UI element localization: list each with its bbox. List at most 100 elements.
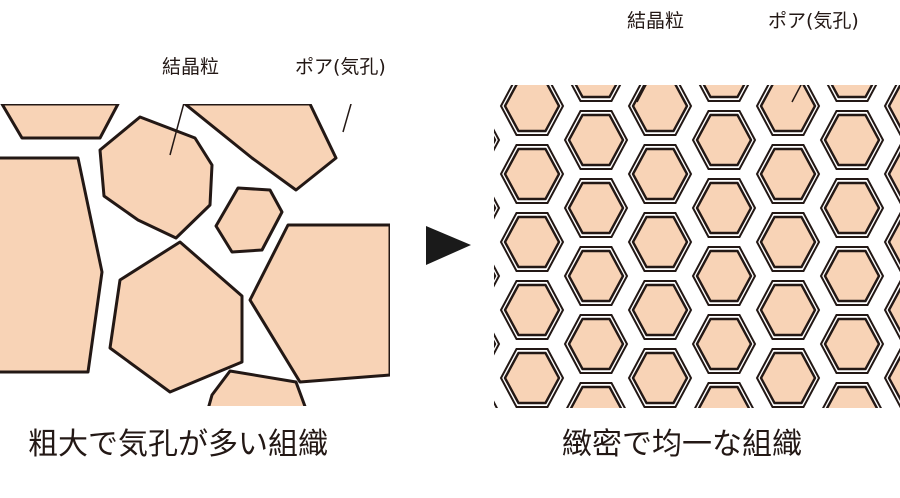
- grain-boundary: [499, 85, 565, 136]
- grain-boundary: [563, 110, 629, 170]
- grain-boundary: [499, 348, 565, 408]
- grain-boundary: [883, 144, 900, 204]
- grain-pointer-line: [636, 85, 647, 103]
- grain-boundary: [437, 0, 499, 33]
- grain: [825, 385, 879, 408]
- grain: [887, 151, 900, 197]
- grain: [695, 181, 753, 235]
- grain-boundary: [499, 212, 565, 272]
- grain-boundary: [501, 417, 563, 475]
- grain-boundary: [883, 280, 900, 340]
- grain: [697, 0, 751, 29]
- right-triangle-arrow-icon: [426, 226, 471, 265]
- grain-boundary: [885, 417, 900, 475]
- grain: [695, 113, 753, 167]
- grain: [505, 421, 559, 471]
- grain-pointer-line: [169, 104, 185, 156]
- pore-pointer-line: [342, 104, 352, 133]
- grain: [441, 0, 495, 29]
- grain-boundary: [563, 314, 629, 374]
- grain-boundary: [691, 110, 757, 170]
- grain-boundary: [819, 178, 885, 238]
- grain: [631, 283, 689, 337]
- grain-boundary: [822, 382, 882, 408]
- grain-boundary: [883, 348, 900, 408]
- grain-boundary: [819, 314, 885, 374]
- grain: [503, 215, 561, 269]
- grain-boundary: [566, 382, 626, 408]
- grain: [214, 186, 284, 254]
- grain: [697, 385, 751, 408]
- grain-boundary: [883, 85, 900, 136]
- grain-boundary: [563, 178, 629, 238]
- grain: [503, 351, 561, 405]
- grain: [503, 283, 561, 337]
- grain-boundary: [494, 196, 501, 220]
- grain-label-right: 結晶粒: [627, 10, 685, 32]
- caption-dense-uniform: 緻密で均一な組織: [562, 427, 802, 462]
- grain: [759, 215, 817, 269]
- grain: [248, 223, 390, 384]
- grain: [0, 156, 104, 374]
- grain: [759, 147, 817, 201]
- grain-boundary: [693, 0, 755, 33]
- grain-boundary: [691, 246, 757, 306]
- grain: [887, 355, 900, 401]
- grain: [702, 85, 746, 99]
- grain: [889, 421, 900, 471]
- grain-boundary: [755, 212, 821, 272]
- grain: [631, 215, 689, 269]
- grain: [494, 203, 497, 213]
- grain-boundary: [819, 246, 885, 306]
- grain: [887, 85, 900, 129]
- grain-boundary: [755, 85, 821, 136]
- grain: [567, 113, 625, 167]
- grain-boundary: [499, 144, 565, 204]
- grain-boundary: [826, 85, 878, 102]
- grain: [108, 240, 244, 394]
- grain-boundary: [885, 9, 900, 67]
- grain: [0, 104, 120, 140]
- grain-boundary: [494, 332, 501, 356]
- grain: [631, 351, 689, 405]
- grain: [823, 113, 881, 167]
- grain-boundary: [755, 144, 821, 204]
- grain-boundary: [570, 85, 622, 102]
- grain-boundary: [563, 246, 629, 306]
- pore-label-left: ポア(気孔): [295, 56, 386, 78]
- grain: [441, 47, 495, 97]
- grain: [494, 407, 495, 408]
- coarse-porous-structure: [0, 104, 390, 406]
- grain: [695, 317, 753, 371]
- grain: [759, 351, 817, 405]
- grain: [695, 249, 753, 303]
- grain: [631, 85, 689, 133]
- grain: [887, 219, 900, 265]
- grain-boundary: [494, 400, 498, 408]
- grain-boundary: [883, 212, 900, 272]
- grain-boundary: [691, 314, 757, 374]
- grain-boundary: [691, 178, 757, 238]
- grain: [889, 13, 900, 63]
- grain: [503, 147, 561, 201]
- grain: [823, 181, 881, 235]
- grain: [505, 13, 559, 63]
- grain: [823, 249, 881, 303]
- grain: [569, 0, 623, 29]
- grain-boundary: [501, 9, 563, 67]
- grain-boundary: [627, 280, 693, 340]
- pore-label-right: ポア(気孔): [768, 10, 859, 32]
- grain-boundary: [819, 110, 885, 170]
- grain-boundary: [437, 43, 499, 101]
- grain-boundary: [499, 280, 565, 340]
- grain: [494, 271, 497, 281]
- grain: [494, 339, 497, 349]
- grain: [207, 369, 307, 406]
- grain-label-left: 結晶粒: [162, 56, 220, 78]
- grain: [183, 104, 338, 192]
- grain: [830, 85, 874, 99]
- grain: [567, 249, 625, 303]
- hexagonal-grain-grid: [437, 0, 900, 475]
- grain: [631, 147, 689, 201]
- grain-boundary: [627, 144, 693, 204]
